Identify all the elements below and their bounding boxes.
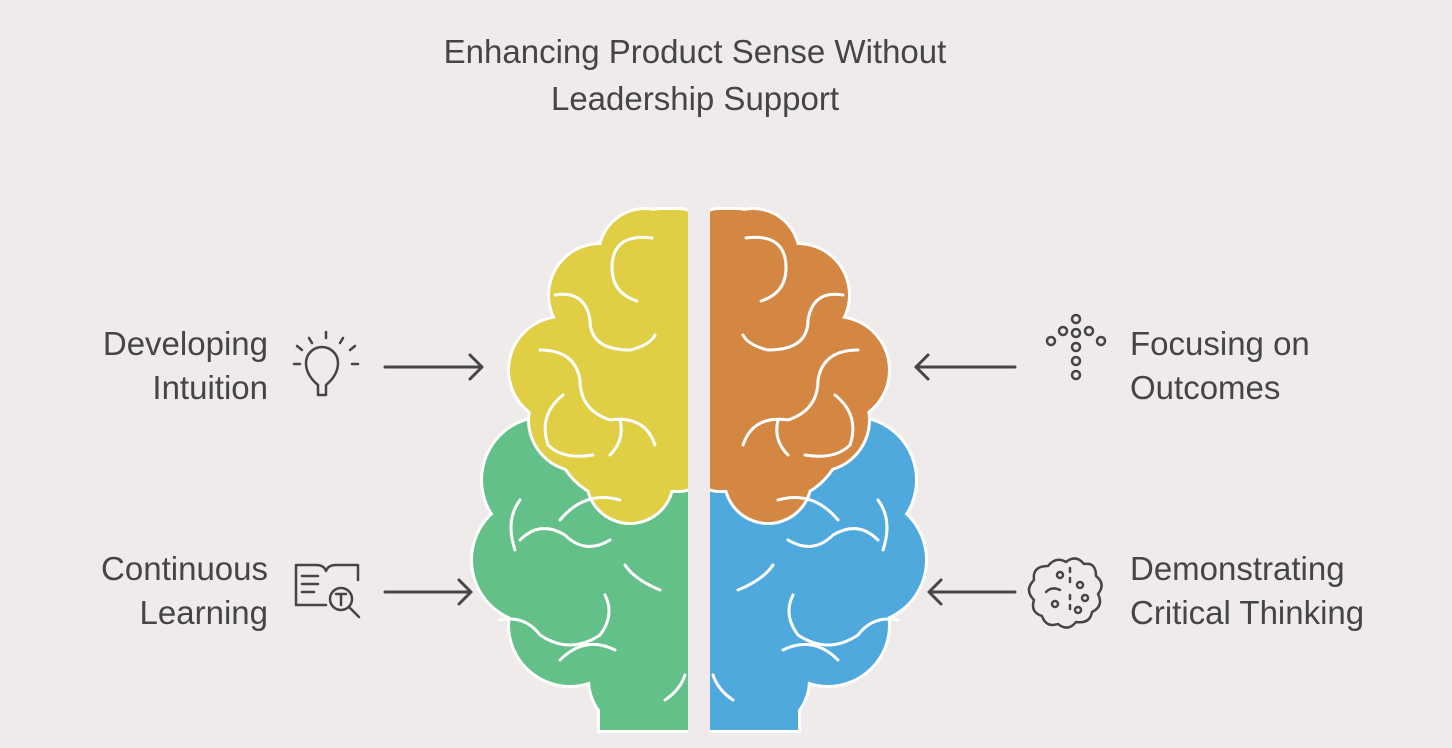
- book-search-icon: [294, 563, 361, 619]
- brain-network-icon: [1027, 557, 1103, 629]
- brain-left-hemisphere: [473, 210, 688, 730]
- arrow-left-icon: [914, 353, 1017, 381]
- diagram-title: Enhancing Product Sense Without Leadersh…: [443, 33, 947, 117]
- lightbulb-icon: [292, 330, 360, 397]
- arrow-left-icon: [927, 578, 1017, 606]
- arrow-right-icon: [383, 353, 484, 381]
- brain-right-hemisphere: [710, 210, 925, 730]
- arrow-right-icon: [383, 578, 473, 606]
- dotted-arrow-up-icon: [1045, 313, 1107, 381]
